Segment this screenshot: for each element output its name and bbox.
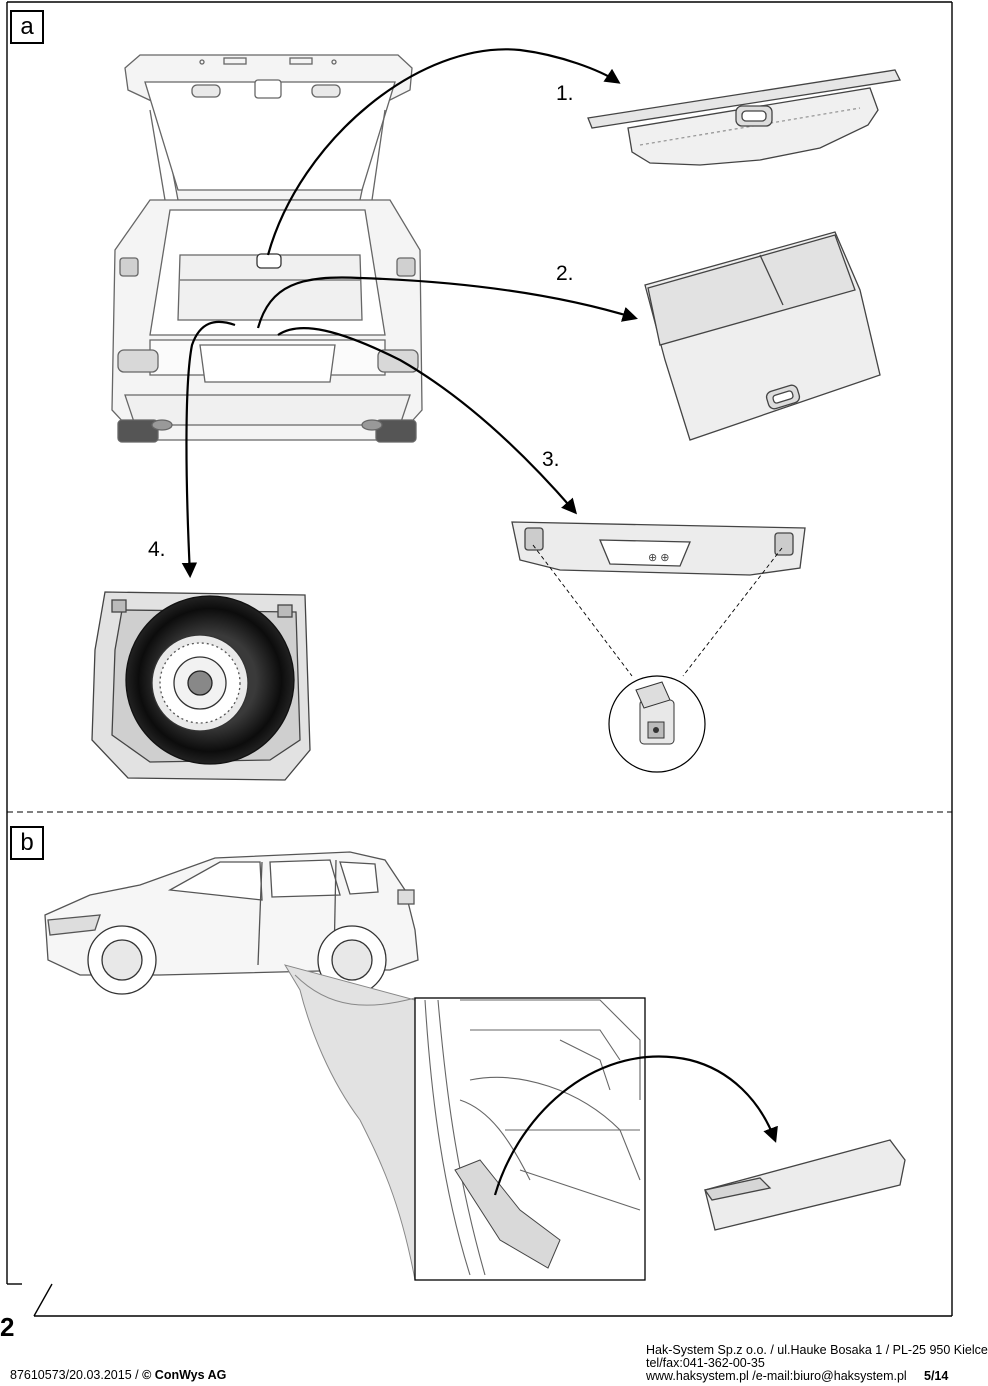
instruction-drawing: ⊕ ⊕ [6, 1, 953, 1317]
spare-wheel-well [91, 591, 311, 781]
page-of: 5/14 [924, 1369, 949, 1383]
company-line-2: tel/fax:041-362-00-35 [646, 1356, 765, 1370]
sill-plate: ⊕ ⊕ [511, 521, 806, 576]
step-arrow-b [493, 1055, 778, 1196]
step-3-label: 3. [542, 448, 560, 471]
copyright: © ConWys AG [142, 1368, 227, 1382]
svg-text:⊕ ⊕: ⊕ ⊕ [648, 552, 670, 564]
step-4-label: 4. [148, 538, 166, 561]
company-line-1: Hak-System Sp.z o.o. / ul.Hauke Bosaka 1… [646, 1343, 988, 1357]
detail-callout-wedge-top [294, 974, 416, 1006]
detail-callout-wedge [283, 964, 416, 1281]
section-a-label: a [10, 10, 44, 44]
page-frame [6, 1, 953, 1317]
company-line-3: www.haksystem.pl /e-mail:biuro@haksystem… [646, 1369, 907, 1383]
step-1-label: 1. [556, 82, 574, 105]
parcel-shelf [644, 231, 881, 441]
doc-id: 87610573/20.03.2015 [10, 1368, 132, 1382]
trim-panel [703, 1139, 906, 1231]
step-2-label: 2. [556, 262, 574, 285]
sill-detail [532, 544, 783, 773]
interior-detail-box [414, 997, 646, 1281]
page-number: 2 [0, 1312, 15, 1342]
step-arrows [181, 48, 638, 579]
car-side-view [44, 851, 419, 995]
copyright-separator: / [135, 1368, 139, 1382]
footer-doc-id: 87610573/20.03.2015 / © ConWys AG [10, 1369, 226, 1382]
car-rear-view [111, 54, 423, 443]
section-b-label: b [10, 826, 44, 860]
roller-blind [587, 69, 901, 166]
